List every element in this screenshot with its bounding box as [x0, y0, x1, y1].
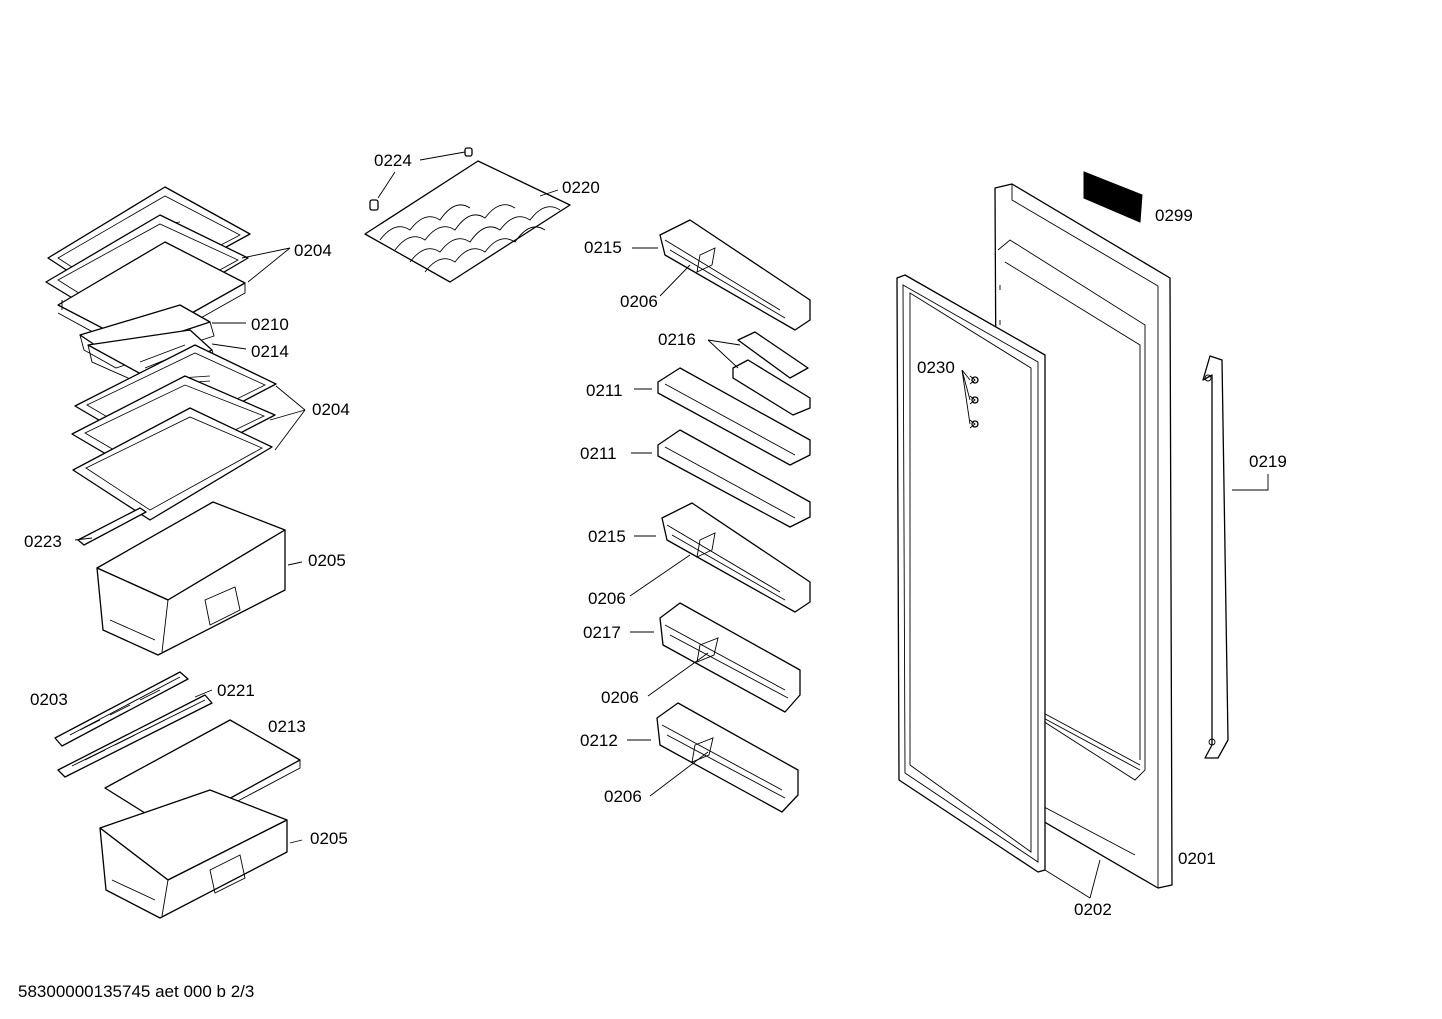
callout-0206-d: 0206 [604, 787, 642, 806]
door-bin-0212 [656, 702, 799, 813]
callout-0224: 0224 [374, 151, 412, 170]
callout-0205-lower: 0205 [310, 829, 348, 848]
callout-0204-upper: 0204 [294, 241, 332, 260]
strip-0223 [77, 507, 147, 546]
callout-0211-upper: 0211 [586, 381, 623, 400]
screws-0230 [969, 375, 979, 429]
callout-0204-lower: 0204 [312, 400, 350, 419]
callout-labels: 0204 0210 0214 0204 0223 0205 0203 0221 … [24, 151, 1287, 919]
callout-0201: 0201 [1178, 849, 1216, 868]
drawing-reference-footer: 58300000135745 aet 000 b 2/3 [18, 982, 254, 1001]
callout-0217: 0217 [583, 623, 621, 642]
callout-0215-lower: 0215 [588, 527, 626, 546]
glass-shelves-lower [71, 344, 277, 521]
callout-0202: 0202 [1074, 900, 1112, 919]
door-bin-0215-lower [661, 502, 811, 613]
callout-0206-b: 0206 [588, 589, 626, 608]
callout-0220: 0220 [562, 178, 600, 197]
callout-0216: 0216 [658, 330, 696, 349]
callout-0203: 0203 [30, 690, 68, 709]
callout-0230: 0230 [917, 358, 955, 377]
callout-0214: 0214 [251, 342, 289, 361]
callout-0213: 0213 [268, 717, 306, 736]
wine-rack-0220 [364, 147, 571, 283]
leader-lines [74, 151, 1269, 899]
callout-0205-upper: 0205 [308, 551, 346, 570]
door-bin-0215-upper [659, 219, 811, 331]
door-tray-0211-upper [657, 367, 811, 466]
crisper-drawer-upper [96, 501, 286, 656]
door-decor-strip-0299 [1083, 171, 1143, 223]
door-tray-0211-lower [657, 429, 811, 528]
callout-0223: 0223 [24, 532, 62, 551]
callout-0211-lower: 0211 [580, 444, 617, 463]
callout-0221: 0221 [217, 681, 255, 700]
grille-strips-0203 [54, 671, 213, 778]
door-handle-0219 [1202, 355, 1229, 759]
callout-0212: 0212 [580, 731, 618, 750]
callout-0299: 0299 [1155, 206, 1193, 225]
bottle-clip-0216 [732, 331, 811, 416]
callout-0206-a: 0206 [620, 292, 658, 311]
callout-0219: 0219 [1249, 452, 1287, 471]
crisper-drawer-lower [99, 789, 288, 919]
callout-0210: 0210 [251, 315, 289, 334]
door-bin-0217 [659, 602, 801, 713]
callout-0206-c: 0206 [601, 688, 639, 707]
callout-0215-upper: 0215 [584, 238, 622, 257]
